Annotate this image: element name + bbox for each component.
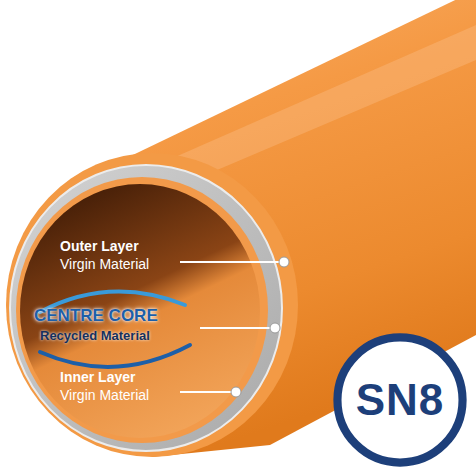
- leader-dot: [231, 387, 241, 397]
- leader-dot: [279, 257, 289, 267]
- leader-dot: [270, 323, 280, 333]
- core-name: CENTRE CORE: [34, 306, 158, 326]
- outer-layer-rim: [6, 153, 298, 457]
- badge-text-area: SN8: [332, 332, 468, 468]
- layer-name: Outer Layer: [60, 238, 139, 254]
- leader-line: [180, 391, 236, 393]
- material-name: Virgin Material: [60, 256, 149, 272]
- inner-layer-ring: [16, 177, 268, 443]
- badge-ring: [337, 337, 462, 462]
- centre-core-ring: [10, 165, 282, 451]
- leader-line: [180, 261, 284, 263]
- pipe-interior: [20, 184, 260, 438]
- leader-line: [200, 327, 275, 329]
- logo-arc: [40, 345, 190, 367]
- material-name: Recycled Material: [40, 329, 150, 344]
- layer-name: Inner Layer: [60, 369, 135, 385]
- rating-badge: SN8: [332, 332, 468, 468]
- material-name: Virgin Material: [60, 387, 149, 403]
- rating-text: SN8: [356, 375, 445, 425]
